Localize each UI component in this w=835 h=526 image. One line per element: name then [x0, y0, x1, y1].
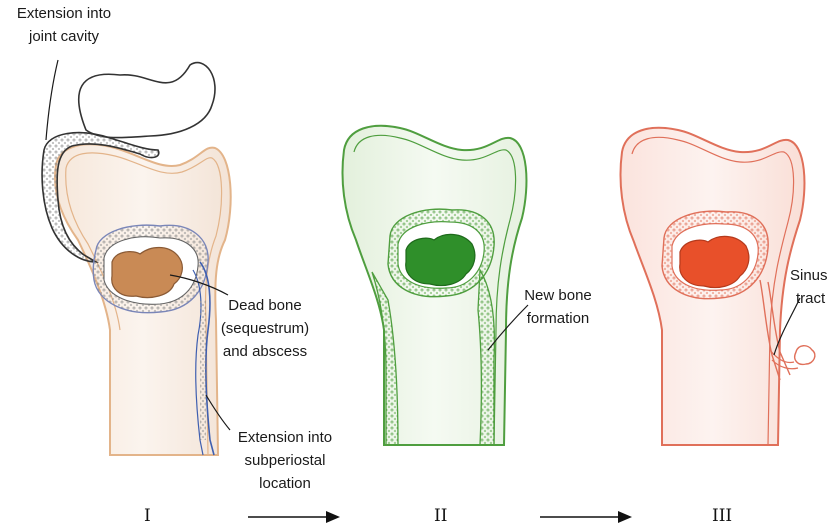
stage-label-2: II: [434, 506, 447, 526]
label-sinus-tract: Sinus tract: [790, 264, 834, 310]
stage-label-1: I: [144, 506, 151, 526]
label-joint-cavity: Extension into joint cavity: [6, 2, 122, 48]
label-new-bone-line1: New bone: [512, 284, 604, 307]
subperiosteal-fill: [200, 300, 206, 440]
arrow-2-head: [618, 511, 632, 523]
sinus-blob: [795, 346, 815, 365]
label-dead-bone-line3: and abscess: [212, 340, 318, 363]
stage-1-bone: [42, 63, 231, 455]
label-sinus-line1: Sinus: [790, 264, 834, 287]
stage-2-bone: [343, 126, 527, 445]
label-dead-bone-line2: (sequestrum): [212, 317, 318, 340]
label-subperiosteal-line2: subperiostal: [226, 449, 344, 472]
label-subperiosteal-line3: location: [226, 472, 344, 495]
label-dead-bone: Dead bone (sequestrum) and abscess: [212, 294, 318, 363]
label-subperiosteal-line1: Extension into: [226, 426, 344, 449]
label-new-bone-line2: formation: [512, 307, 604, 330]
label-joint-cavity-line1: Extension into: [6, 2, 122, 25]
label-subperiosteal: Extension into subperiostal location: [226, 426, 344, 495]
adjacent-bone-outline: [79, 63, 215, 138]
label-joint-cavity-line2: joint cavity: [6, 25, 122, 48]
label-new-bone: New bone formation: [512, 284, 604, 330]
leader-joint-cavity: [46, 60, 58, 140]
label-sinus-line2: tract: [790, 287, 834, 310]
arrow-1-head: [326, 511, 340, 523]
label-dead-bone-line1: Dead bone: [212, 294, 318, 317]
stage-3-bone: [621, 128, 815, 445]
stage-label-3: III: [712, 506, 732, 526]
